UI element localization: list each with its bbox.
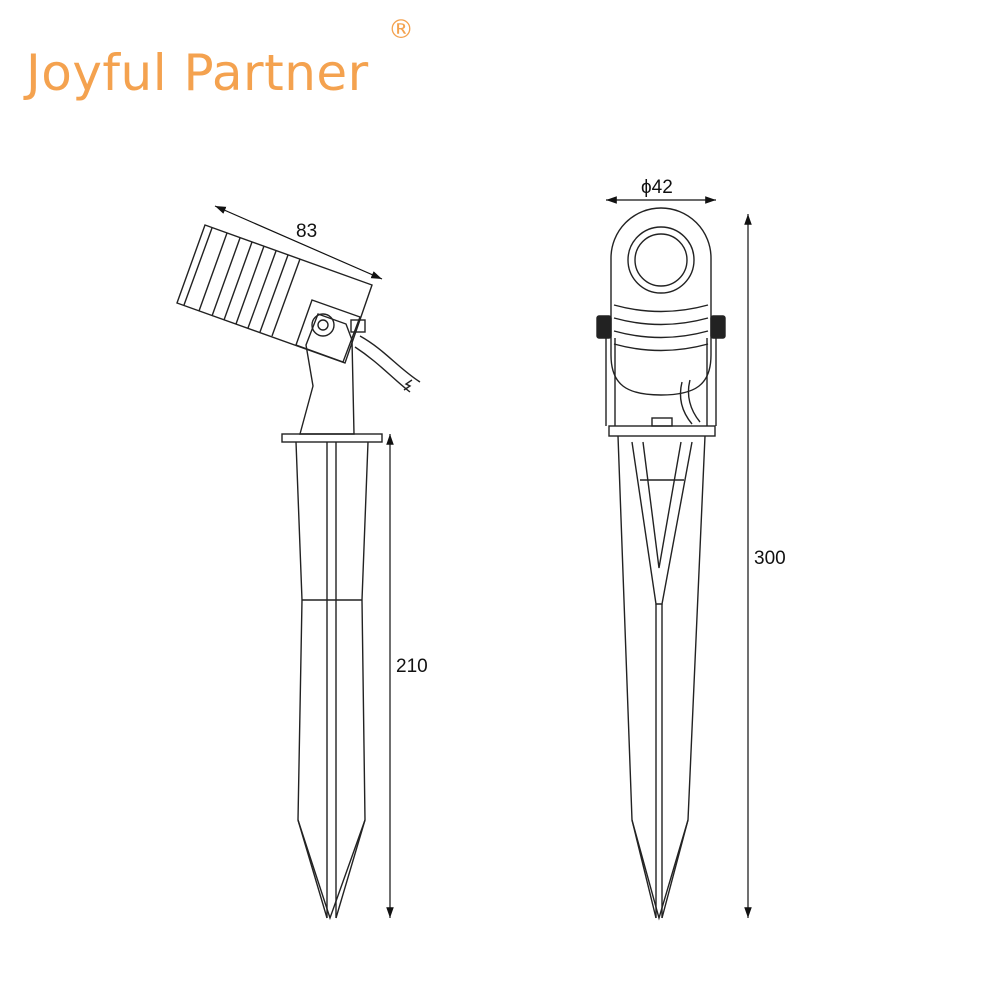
side-view [176, 224, 421, 921]
side-base-plate [281, 433, 383, 443]
dimension-diameter-label: ϕ42 [641, 177, 673, 198]
front-stake [617, 435, 706, 921]
side-lamp-head [176, 224, 373, 364]
front-lamp-head [610, 207, 712, 396]
front-adjust-knobs [596, 315, 726, 339]
front-dimension-lines [606, 196, 752, 918]
front-bracket [605, 338, 717, 426]
front-view [596, 207, 726, 921]
dimension-line-length [214, 205, 383, 280]
side-cable [354, 335, 421, 393]
dimension-stake-height-label: 210 [396, 656, 428, 677]
registered-trademark-icon: ® [388, 15, 414, 45]
front-base-plate [608, 417, 716, 437]
side-bracket [295, 299, 366, 435]
side-dimension-lines [214, 205, 394, 918]
dimension-length-label: 83 [296, 221, 317, 242]
brand-logo: Joyful Partner [26, 44, 369, 102]
side-stake [295, 441, 369, 921]
dimension-total-height-label: 300 [754, 548, 786, 569]
